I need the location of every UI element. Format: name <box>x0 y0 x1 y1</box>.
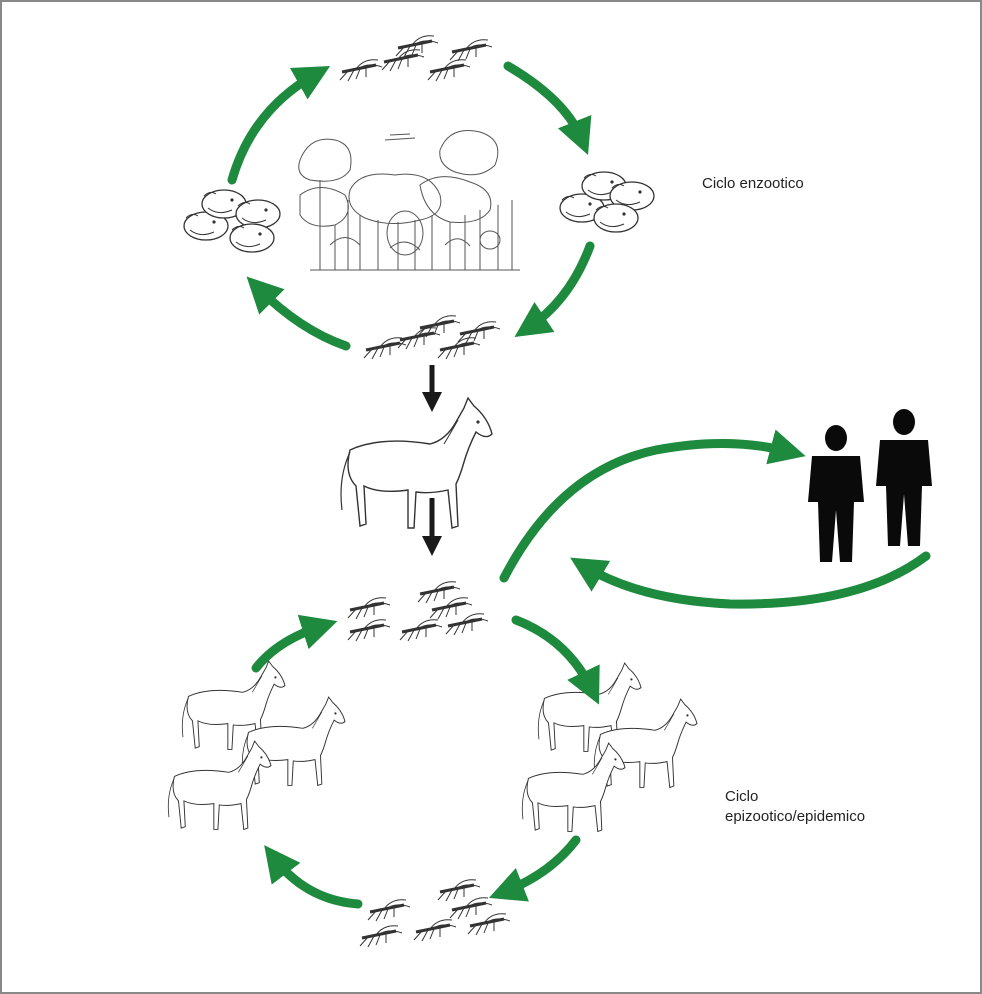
horse-herd-icon <box>167 660 346 830</box>
horse-herd-icon <box>521 662 698 832</box>
epizootic-cycle-label: Ciclo epizootico/epidemico <box>725 787 865 827</box>
enzootic-cycle <box>183 34 655 361</box>
epizootic-cycle-arrows <box>251 614 600 909</box>
human-silhouette-icon <box>808 409 932 562</box>
mosquito-swarm-icon <box>362 314 502 361</box>
rodent-group-icon <box>183 189 281 253</box>
forest-icon <box>298 130 520 271</box>
mosquito-swarm-icon <box>358 878 512 949</box>
enzootic-cycle-arrows <box>227 61 595 351</box>
epizootic-label-line2: epizootico/epidemico <box>725 808 866 825</box>
horse-icon <box>340 397 493 529</box>
mosquito-swarm-icon <box>346 580 490 643</box>
enzootic-cycle-label: Ciclo enzootico <box>702 175 804 192</box>
mosquito-swarm-icon <box>338 34 494 83</box>
epizootic-cycle <box>167 580 698 949</box>
rodent-group-icon <box>559 171 655 233</box>
epizootic-label-line1: Ciclo <box>725 788 759 805</box>
human-transmission-arrows <box>499 429 931 609</box>
